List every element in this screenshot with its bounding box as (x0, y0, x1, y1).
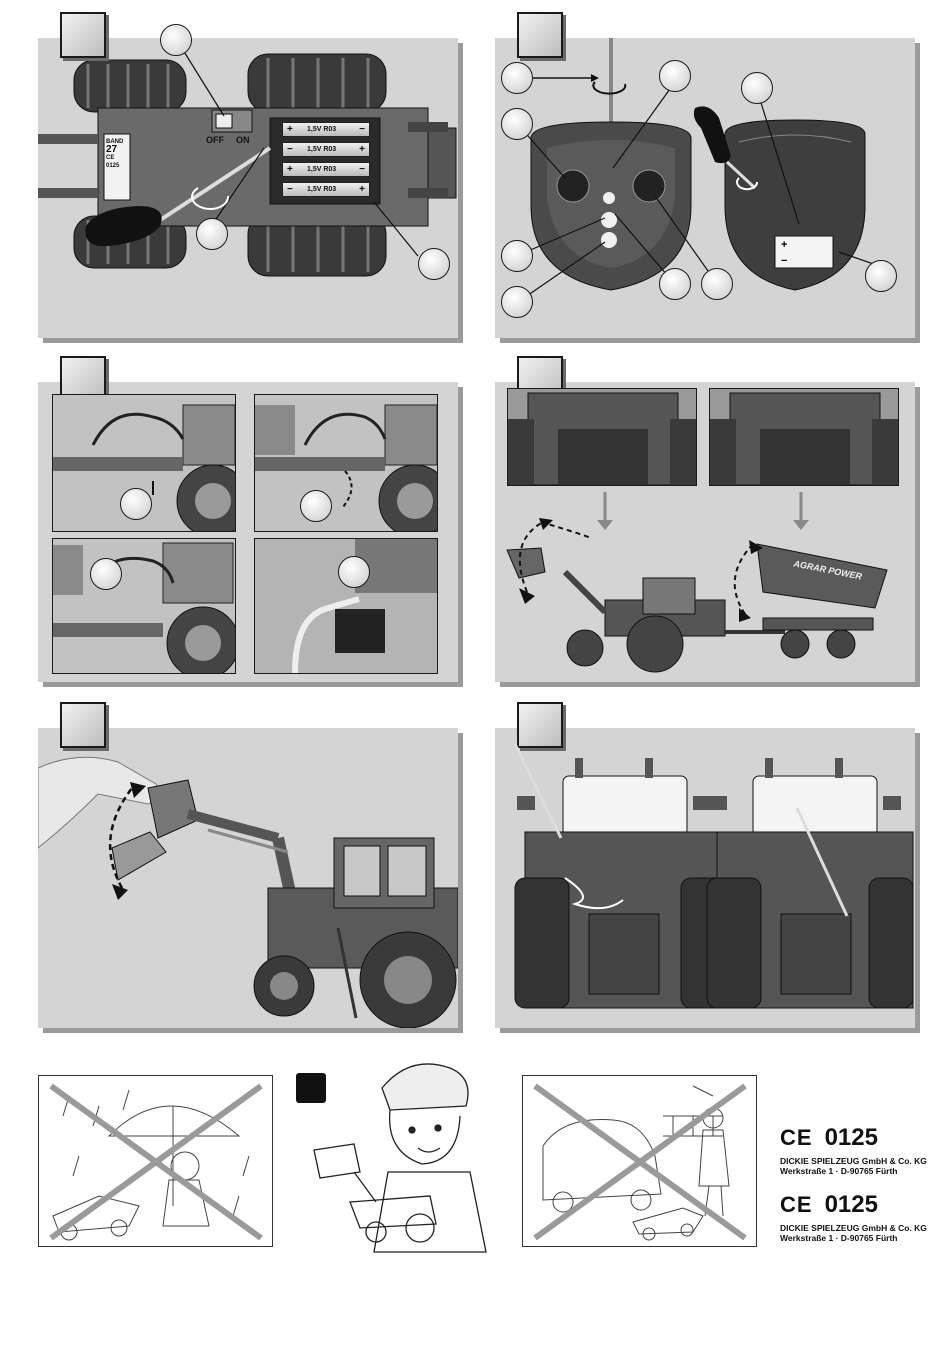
battery-label: 1,5V R03 (307, 123, 336, 136)
callout-circle (90, 558, 122, 590)
battery-cell: +1,5V R03− (282, 122, 370, 137)
company-name: DICKIE SPIELZEUG GmbH & Co. KG (780, 1223, 927, 1233)
callout-circle (701, 268, 733, 300)
tractor-rear-antenna-illustration (495, 728, 915, 1028)
callout-circle (659, 60, 691, 92)
tractor-underside-illustration (38, 38, 458, 338)
ce-number: 0125 (825, 1191, 878, 1218)
switch-off-label: OFF (206, 135, 224, 145)
battery-stack: +1,5V R03− −1,5V R03+ +1,5V R03− −1,5V R… (282, 122, 372, 202)
warning-no-street-illustration (522, 1075, 757, 1247)
battery-label: 1,5V R03 (307, 163, 336, 176)
company-name: DICKIE SPIELZEUG GmbH & Co. KG (780, 1156, 927, 1166)
ce-block-1: CE 0125 DICKIE SPIELZEUG GmbH & Co. KG We… (780, 1124, 927, 1176)
panel-step-3-hose-connection (38, 382, 458, 682)
callout-circle (501, 62, 533, 94)
svg-text:−: − (781, 255, 787, 267)
ce-mark: CE (780, 1125, 813, 1150)
photo-hose-step-c (52, 538, 236, 674)
callout-circle (418, 248, 450, 280)
battery-cell: +1,5V R03− (282, 162, 370, 177)
sticker-band-number: 27 (106, 146, 128, 154)
callout-circle (865, 260, 897, 292)
product-sticker: BAND 27 CE 0125 (106, 138, 128, 170)
callout-circle (659, 268, 691, 300)
callout-circle (501, 240, 533, 272)
step-number-box (60, 12, 106, 58)
sticker-ce-label: CE 0125 (106, 154, 128, 170)
callout-circle (300, 490, 332, 522)
callout-circle (120, 488, 152, 520)
panel-step-4-functions: AGRAR POWER (495, 382, 915, 682)
battery-cell: −1,5V R03+ (282, 182, 370, 197)
panel-step-2-remote-control: + − (495, 38, 915, 338)
tractor-trailer-illustration (495, 382, 915, 682)
warning-no-rain-illustration (38, 1075, 273, 1247)
loader-bucket-illustration (38, 728, 458, 1028)
callout-circle (501, 108, 533, 140)
ce-block-2: CE 0125 DICKIE SPIELZEUG GmbH & Co. KG We… (780, 1191, 927, 1243)
panel-step-5-loader-bucket (38, 728, 458, 1028)
battery-label: 1,5V R03 (307, 183, 336, 196)
battery-label: 1,5V R03 (307, 143, 336, 156)
svg-text:+: + (781, 239, 787, 251)
step-number-box (517, 12, 563, 58)
callout-circle (501, 286, 533, 318)
panel-step-1-battery-install: OFF ON +1,5V R03− −1,5V R03+ +1,5V R03− … (38, 38, 458, 338)
child-with-toy-illustration (290, 1052, 500, 1257)
ce-number: 0125 (825, 1124, 878, 1151)
switch-on-label: ON (236, 135, 250, 145)
battery-cell: −1,5V R03+ (282, 142, 370, 157)
ce-mark: CE (780, 1192, 813, 1217)
callout-circle (196, 218, 228, 250)
company-address: Werkstraße 1 · D-90765 Fürth (780, 1233, 927, 1243)
panel-step-6-antenna (495, 728, 915, 1028)
company-address: Werkstraße 1 · D-90765 Fürth (780, 1166, 927, 1176)
callout-circle (741, 72, 773, 104)
photo-hose-step-b (254, 394, 438, 532)
callout-circle (338, 556, 370, 588)
callout-circle (160, 24, 192, 56)
